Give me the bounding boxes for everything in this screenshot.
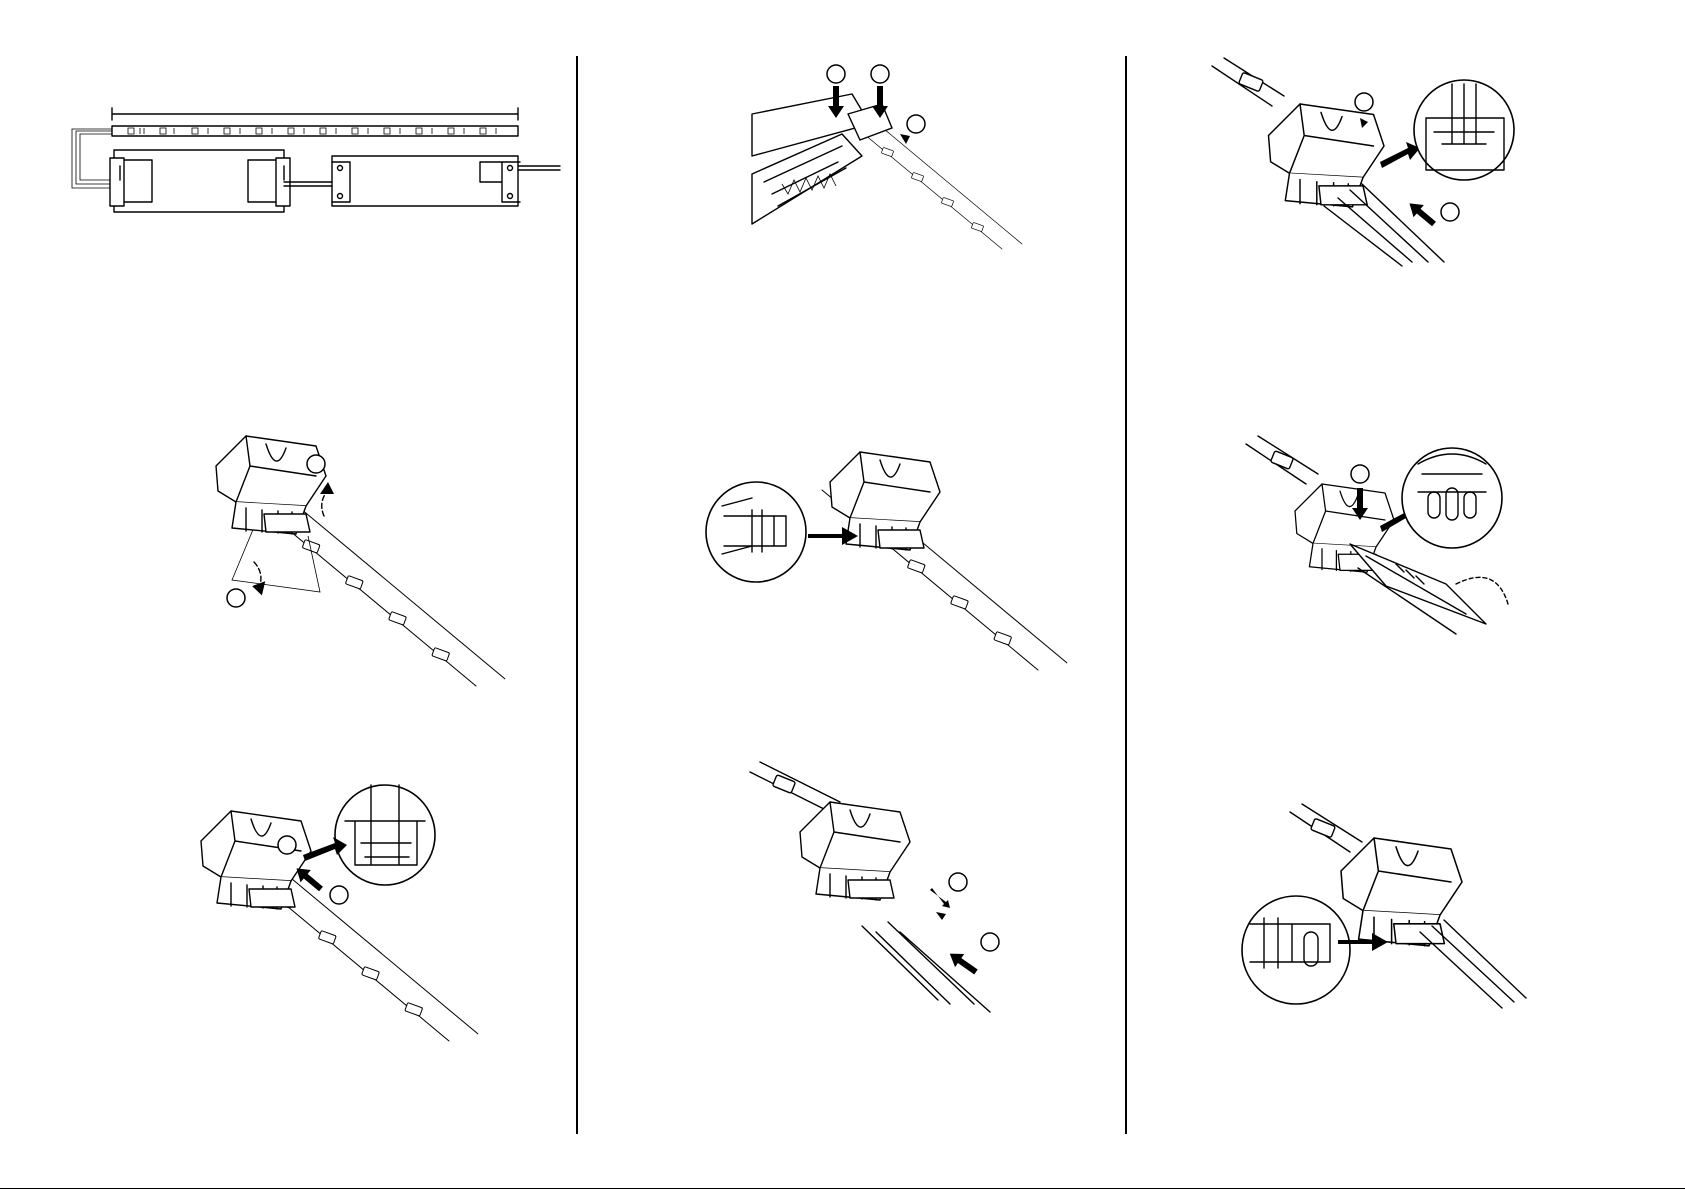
step-marker-2 [1441,203,1459,221]
pliers-crimp-icon [752,64,982,234]
step-marker-2 [871,65,889,83]
column-divider-2 [1125,56,1127,1134]
magnifier-detail [1414,80,1514,180]
push-arrow-icon [945,947,980,978]
page-bottom-rule [0,1188,1685,1189]
magnifier-detail [1242,896,1350,1004]
lift-arrow-icon [320,482,334,516]
dimension-line [112,108,518,120]
insert-strip-icon [185,785,425,1015]
callout-pointer-icon [1380,142,1420,168]
insert-wires-icon [750,772,1010,1002]
column-divider-1 [576,56,578,1134]
led-strip [112,126,518,136]
push-arrow-icon [1404,197,1439,230]
down-arrow-icon [245,561,270,598]
feed-wires [72,129,114,188]
pliers-crimp-wires-icon [1246,444,1516,644]
step-marker-1 [827,65,845,83]
magnifier-detail [706,482,806,582]
strip-driver-overview-icon [70,100,550,225]
step-marker-2 [981,933,999,951]
magnifier-detail [1402,448,1502,548]
open-connector-icon [200,436,440,646]
step-marker-1 [1351,465,1369,483]
led-strip [750,762,840,812]
step-marker-1 [278,836,296,854]
strip-arrow-icon [930,888,950,908]
step-marker-2 [227,589,245,607]
step-marker-3 [907,115,925,133]
pliers [1350,544,1508,634]
power-driver [284,156,560,206]
closed-connector-check-icon [712,446,1012,626]
step-marker-1 [1355,93,1373,111]
step-marker-1 [949,873,967,891]
controller-box [110,150,290,212]
strip-arrow-icon [936,912,954,928]
push-wires-icon [1212,66,1512,266]
magnifier-detail [335,785,435,885]
final-check-icon [1230,812,1530,1012]
step-marker-1 [307,455,325,473]
step-marker-2 [330,886,348,904]
